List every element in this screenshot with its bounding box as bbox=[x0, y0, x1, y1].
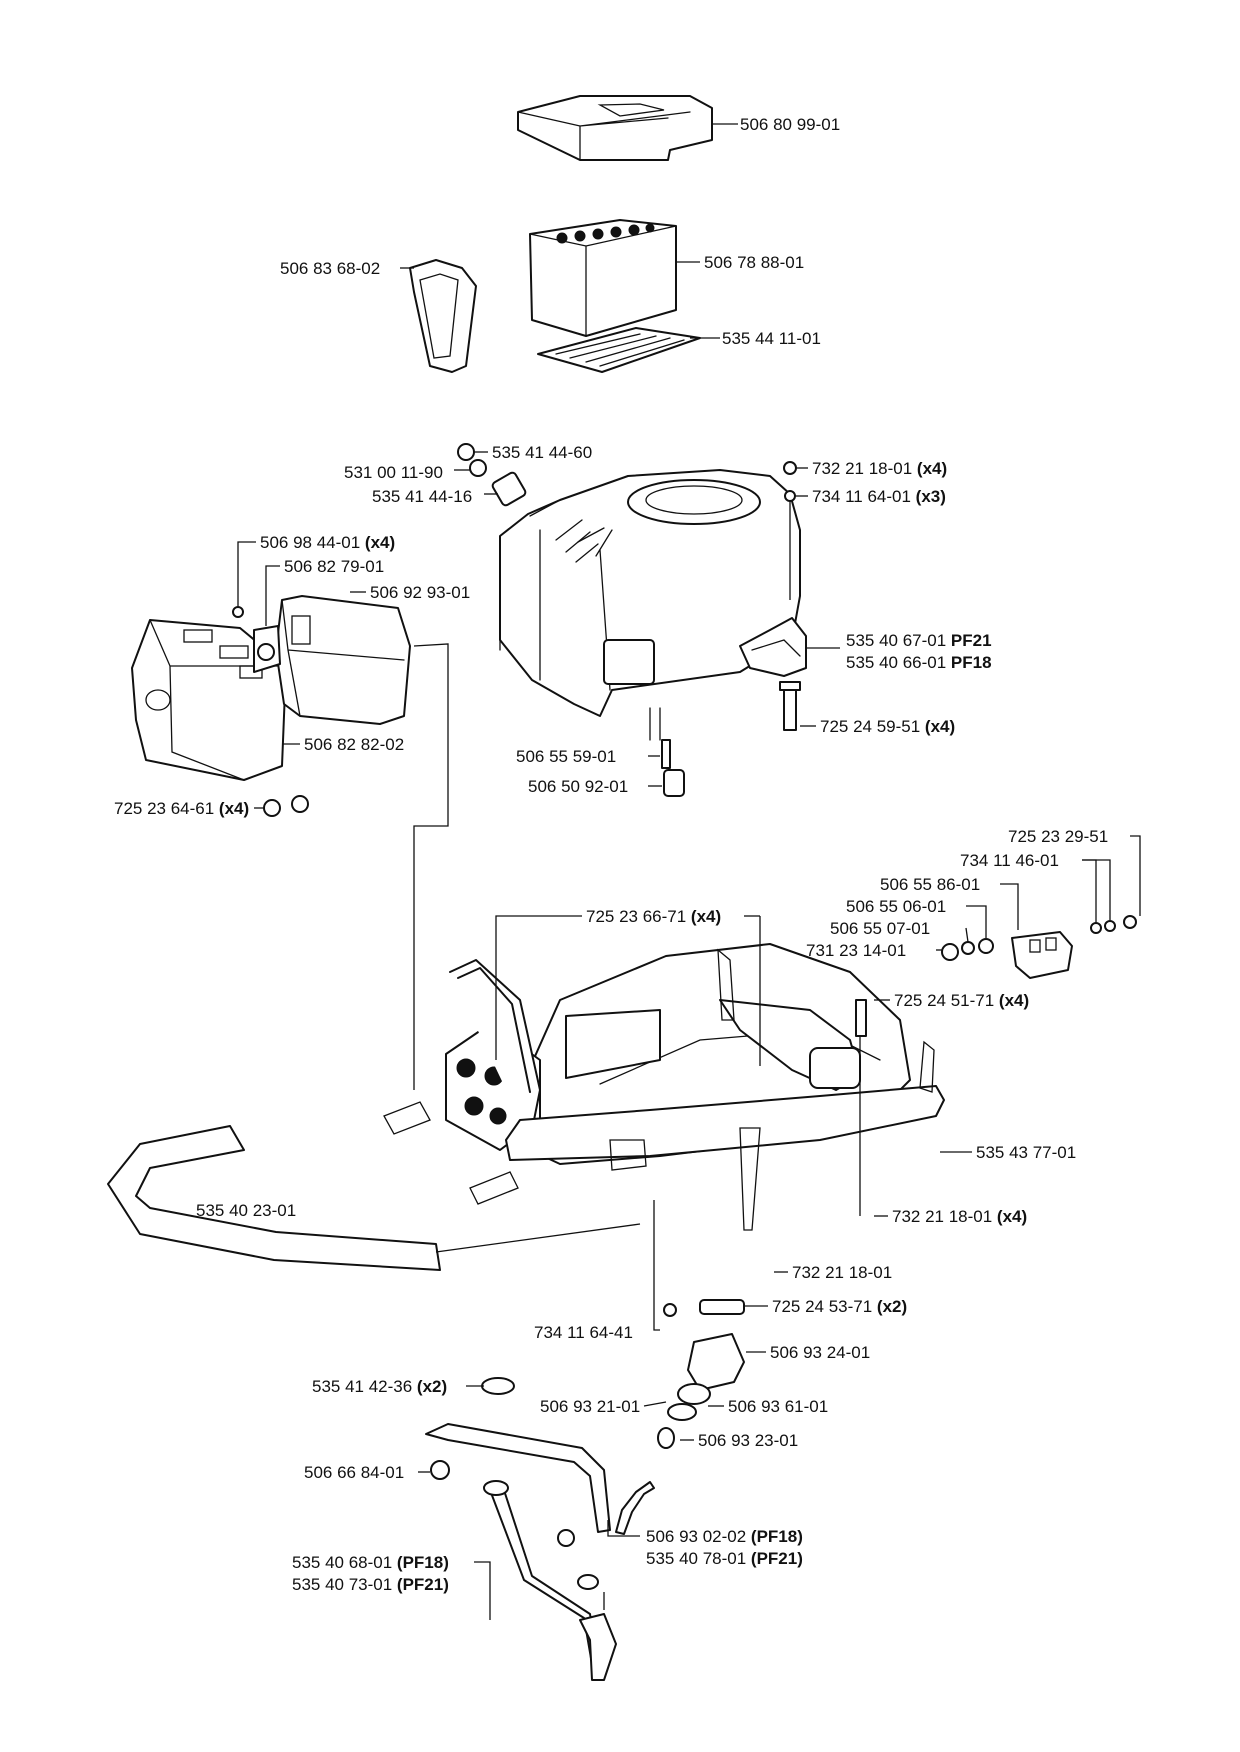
label-p29: 535 40 23-01 bbox=[196, 1201, 296, 1220]
label-p10: 506 98 44-01 (x4) bbox=[260, 533, 395, 552]
label-p11: 506 82 79-01 bbox=[284, 557, 384, 576]
engine-leaders bbox=[454, 451, 840, 797]
label-p12: 506 92 93-01 bbox=[370, 583, 470, 602]
label-p15: 506 82 82-02 bbox=[304, 735, 404, 754]
label-p27: 725 24 51-71 (x4) bbox=[894, 991, 1029, 1010]
label-p5: 535 41 44-60 bbox=[492, 443, 592, 462]
label-p13: 535 40 67-01 PF21 bbox=[846, 631, 992, 650]
label-p3: 506 78 88-01 bbox=[704, 253, 804, 272]
label-p9: 734 11 64-01 (x3) bbox=[812, 487, 946, 506]
label-p42: 535 40 68-01 (PF18) bbox=[292, 1553, 449, 1572]
handle-tube bbox=[107, 1125, 441, 1271]
battery-cover bbox=[517, 95, 713, 161]
label-p31: 732 21 18-01 bbox=[792, 1263, 892, 1282]
label-p34: 506 93 24-01 bbox=[770, 1343, 870, 1362]
label-p30: 732 21 18-01 (x4) bbox=[892, 1207, 1027, 1226]
fuel-lines bbox=[425, 1377, 655, 1681]
label-p16: 725 24 59-51 (x4) bbox=[820, 717, 955, 736]
label-p26: 731 23 14-01 bbox=[806, 941, 906, 960]
air-filter bbox=[131, 595, 411, 781]
label-p18: 506 50 92-01 bbox=[528, 777, 628, 796]
label-p37: 506 93 61-01 bbox=[728, 1397, 828, 1416]
label-p39: 506 66 84-01 bbox=[304, 1463, 404, 1482]
label-p7: 535 41 44-16 bbox=[372, 487, 472, 506]
label-p4: 535 44 11-01 bbox=[722, 329, 821, 348]
label-p28: 535 43 77-01 bbox=[976, 1143, 1076, 1162]
label-p22: 506 55 86-01 bbox=[880, 875, 980, 894]
label-p20: 725 23 29-51 bbox=[1008, 827, 1108, 846]
fuel-leaders bbox=[418, 1351, 766, 1620]
label-p8: 732 21 18-01 (x4) bbox=[812, 459, 947, 478]
label-p38: 506 93 23-01 bbox=[698, 1431, 798, 1450]
switch-leaders bbox=[936, 835, 1141, 951]
label-p40: 506 93 02-02 (PF18) bbox=[646, 1527, 803, 1546]
label-p19: 725 23 64-61 (x4) bbox=[114, 799, 249, 818]
part-labels: 506 80 99-01 506 83 68-02 506 78 88-01 5… bbox=[114, 115, 1108, 1594]
label-p35: 535 41 42-36 (x2) bbox=[312, 1377, 447, 1396]
battery bbox=[529, 219, 677, 337]
label-p24: 725 23 66-71 (x4) bbox=[586, 907, 721, 926]
air-filter-leaders bbox=[237, 541, 449, 1090]
label-p36: 506 93 21-01 bbox=[540, 1397, 640, 1416]
label-p23: 506 55 06-01 bbox=[846, 897, 946, 916]
battery-mat bbox=[537, 327, 701, 373]
label-p21: 734 11 46-01 bbox=[960, 851, 1059, 870]
label-p2: 506 83 68-02 bbox=[280, 259, 380, 278]
engine bbox=[457, 443, 807, 741]
label-p1: 506 80 99-01 bbox=[740, 115, 840, 134]
frame-leaders bbox=[435, 915, 972, 1331]
label-p25: 506 55 07-01 bbox=[830, 919, 930, 938]
label-p17: 506 55 59-01 bbox=[516, 747, 616, 766]
label-p6: 531 00 11-90 bbox=[344, 463, 443, 482]
label-p41: 535 40 78-01 (PF21) bbox=[646, 1549, 803, 1568]
label-p14: 535 40 66-01 PF18 bbox=[846, 653, 992, 672]
switch-assembly bbox=[941, 915, 1137, 979]
label-p32: 725 24 53-71 (x2) bbox=[772, 1297, 907, 1316]
label-p33: 734 11 64-41 bbox=[534, 1323, 633, 1342]
label-p43: 535 40 73-01 (PF21) bbox=[292, 1575, 449, 1594]
fuel-cap bbox=[657, 1333, 745, 1449]
battery-strap bbox=[409, 259, 477, 373]
